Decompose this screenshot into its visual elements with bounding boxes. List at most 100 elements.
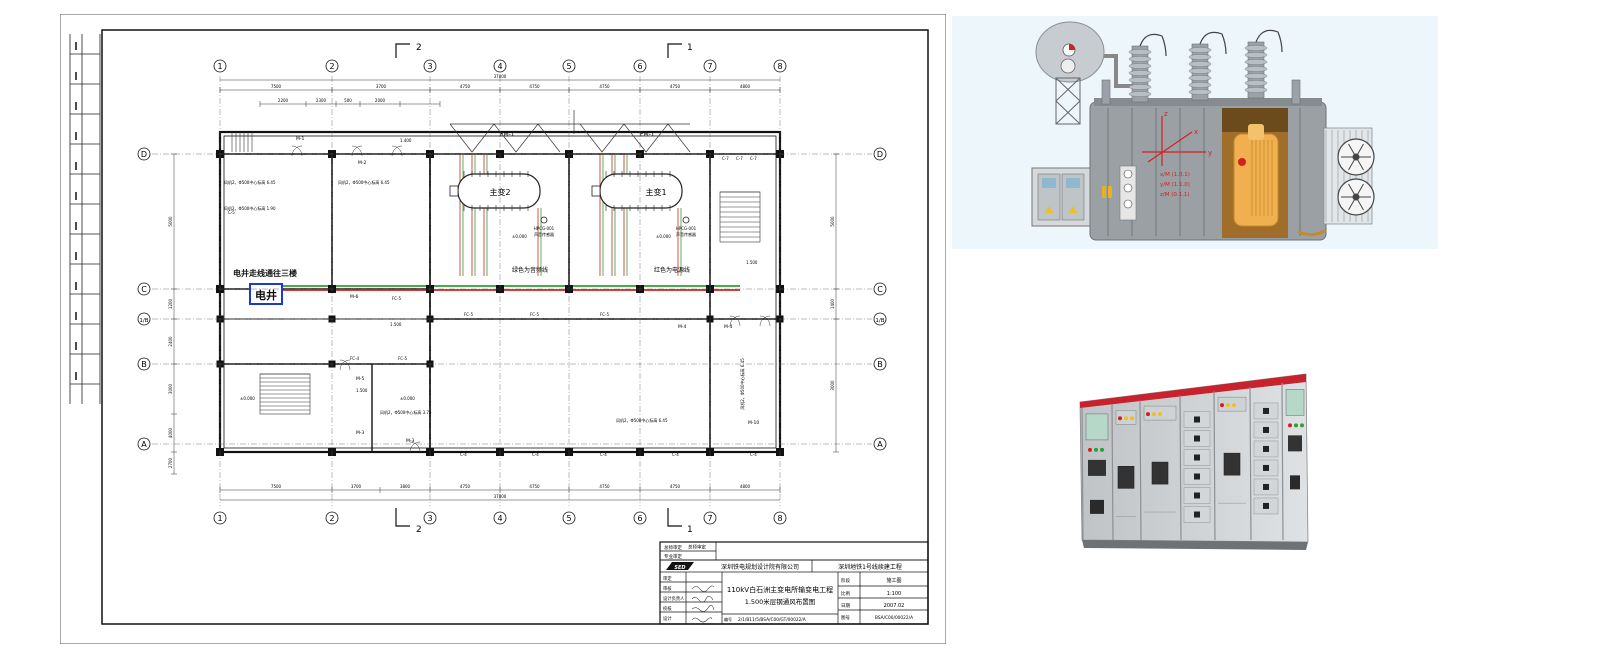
cabinet-base bbox=[1082, 540, 1308, 550]
readout-z: z/M (0.1.1) bbox=[1160, 192, 1190, 198]
fc-label: FC-4 bbox=[350, 356, 360, 361]
dimension-label: 1200 bbox=[168, 298, 173, 309]
axis-bubble-number: 8 bbox=[777, 62, 782, 71]
level-mark: 1.400 bbox=[400, 138, 412, 143]
title-role-label: 审核 bbox=[663, 585, 672, 592]
conservator-tank bbox=[1035, 21, 1105, 83]
cabinet-panels bbox=[1081, 382, 1305, 541]
window-label: C-4 bbox=[532, 452, 539, 457]
window-label: C-7 bbox=[736, 156, 743, 161]
dimension-label: 4000 bbox=[168, 427, 173, 438]
sensor-1-model: HPCG-001 bbox=[676, 226, 697, 231]
dimension-label: 2200 bbox=[278, 98, 289, 103]
dimension-label: 7500 bbox=[271, 84, 282, 89]
section-marker-1-top bbox=[667, 43, 682, 58]
control-cabinet-box bbox=[1031, 167, 1091, 227]
axis-bubble-number: 3 bbox=[427, 62, 432, 71]
dimension-label: 2000 bbox=[375, 98, 386, 103]
axis-bubble-letter: D bbox=[877, 150, 883, 159]
fan-label: 风机2，Φ500中心标高 6.45 bbox=[616, 417, 668, 423]
fan-label: 风机2，Φ500中心标高 6.45 bbox=[224, 179, 276, 185]
dimension-overall-top: 37000 bbox=[494, 74, 507, 79]
dimension-label: 5000 bbox=[830, 216, 835, 227]
dimension-label: 2300 bbox=[316, 98, 327, 103]
level-mark: 1.500 bbox=[390, 322, 402, 327]
axis-bubble-number: 2 bbox=[329, 514, 334, 523]
fc-label: FC-5 bbox=[398, 356, 408, 361]
dimension-label: 1400 bbox=[830, 298, 835, 309]
project-name: 深圳地铁1号线续建工程 bbox=[838, 563, 902, 571]
well-route-note: 电井走线通往三楼 bbox=[233, 268, 297, 278]
door-label: M-3 bbox=[356, 430, 365, 436]
door-swing bbox=[291, 145, 303, 157]
fc-label: FC-5 bbox=[600, 312, 610, 317]
fan-label: 风机2，Φ500中心标高 3.75 bbox=[380, 409, 432, 415]
door-label: M-6 bbox=[350, 294, 359, 300]
level-mark: ±0.000 bbox=[512, 234, 527, 239]
transformer-illustration: z x y x/M (1.0.1) y/M (1.1.0) z/M (0.1.1… bbox=[952, 16, 1438, 249]
door-label: M-10 bbox=[748, 420, 759, 426]
level-mark: ±0.000 bbox=[400, 396, 415, 401]
switchgear-cabinet-photo bbox=[1079, 373, 1309, 550]
stairs bbox=[231, 132, 761, 415]
section-1-bottom-label: 1 bbox=[687, 525, 693, 535]
sound-sensor-1: HPCG-001 声音传感器 bbox=[676, 216, 697, 237]
section-marker-1-bottom bbox=[667, 508, 682, 527]
dimension-label: 4800 bbox=[740, 484, 751, 489]
bushings bbox=[1101, 29, 1301, 105]
door-label: M-4 bbox=[678, 324, 687, 330]
dimension-label: 7500 bbox=[271, 484, 282, 489]
green-line-note: 绿色为音频线 bbox=[512, 266, 548, 274]
door-label: M-3 bbox=[406, 438, 415, 444]
drawing-title-line1: 110kV白石洲主变电所输变电工程 bbox=[727, 585, 833, 594]
dimension-label: 4750 bbox=[599, 84, 610, 89]
dimension-label: 2700 bbox=[168, 457, 173, 468]
tank-gauges bbox=[1102, 165, 1137, 221]
axis-bubble-number: 6 bbox=[637, 62, 642, 71]
dimension-label: 4800 bbox=[740, 84, 751, 89]
sound-sensor-2: HPCG-001 声音传感器 bbox=[534, 216, 555, 237]
title-role-label: 设计负责人 bbox=[663, 595, 685, 602]
cutaway-core bbox=[1222, 108, 1288, 238]
axis-bubble-number: 3 bbox=[427, 514, 432, 523]
axis-bubble-number: 6 bbox=[637, 514, 642, 523]
door-label: M-4 bbox=[724, 324, 733, 330]
axis-y-label: y bbox=[1208, 149, 1212, 157]
axis-bubble-letter: C bbox=[877, 285, 883, 294]
scale-value: 1:100 bbox=[887, 591, 901, 597]
axis-bubble-letter: 1/B bbox=[139, 318, 148, 324]
oil-pipe bbox=[1104, 54, 1132, 88]
axis-bubble-letter: C bbox=[141, 285, 147, 294]
dimension-label: 4750 bbox=[460, 484, 471, 489]
axis-bubble-number: 5 bbox=[566, 514, 571, 523]
axis-bubble-number: 7 bbox=[707, 514, 712, 523]
dimension-label: 4750 bbox=[529, 84, 540, 89]
readout-y: y/M (1.1.0) bbox=[1160, 182, 1190, 188]
dimension-overall-bottom: 37000 bbox=[494, 494, 507, 499]
dimension-label: 4750 bbox=[529, 484, 540, 489]
dimension-label: 4750 bbox=[460, 84, 471, 89]
support-lattice bbox=[1055, 77, 1081, 125]
dimension-label: 3000 bbox=[830, 380, 835, 391]
title-role-label: 设计 bbox=[663, 615, 672, 622]
axis-bubble-letter: D bbox=[141, 150, 147, 159]
fc-label: FC-5 bbox=[392, 296, 402, 301]
dimension-label: 4750 bbox=[670, 84, 681, 89]
floor-plan-drawing: 主变2 主变1 HPCG-001 声音传感器 HPCG-001 声音传感器 绿色… bbox=[60, 14, 946, 644]
section-marker-2-bottom bbox=[395, 508, 410, 527]
window-label: C-7 bbox=[750, 156, 757, 161]
dimension-label: 2400 bbox=[168, 336, 173, 347]
radiator-fans bbox=[1297, 127, 1375, 237]
window-label: C-4 bbox=[600, 452, 607, 457]
door-swing bbox=[351, 145, 363, 157]
sensor-2-type: 声音传感器 bbox=[534, 231, 554, 237]
dimension-label: 3000 bbox=[168, 383, 173, 394]
company-name: 深圳铁电规划设计院有限公司 bbox=[721, 563, 799, 571]
door-label: M-2 bbox=[358, 160, 367, 166]
title-role-label: 校核 bbox=[663, 605, 672, 612]
dimension-label: 500 bbox=[344, 98, 352, 103]
door-swing bbox=[391, 145, 403, 157]
axis-bubble-number: 1 bbox=[217, 514, 222, 523]
title-role-label: 审定 bbox=[663, 575, 672, 582]
